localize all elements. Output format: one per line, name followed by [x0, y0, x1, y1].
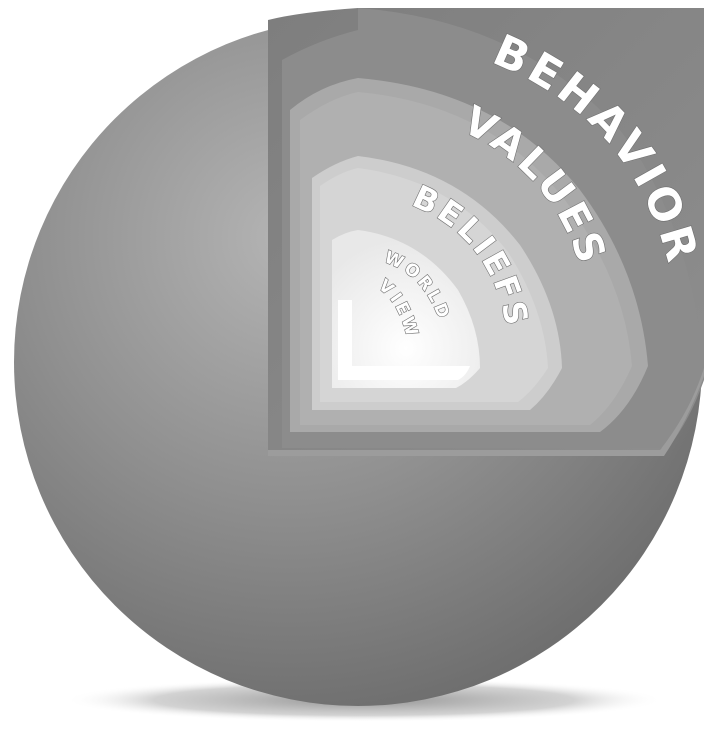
worldview-core	[332, 230, 480, 388]
worldview-highlight	[338, 300, 470, 380]
